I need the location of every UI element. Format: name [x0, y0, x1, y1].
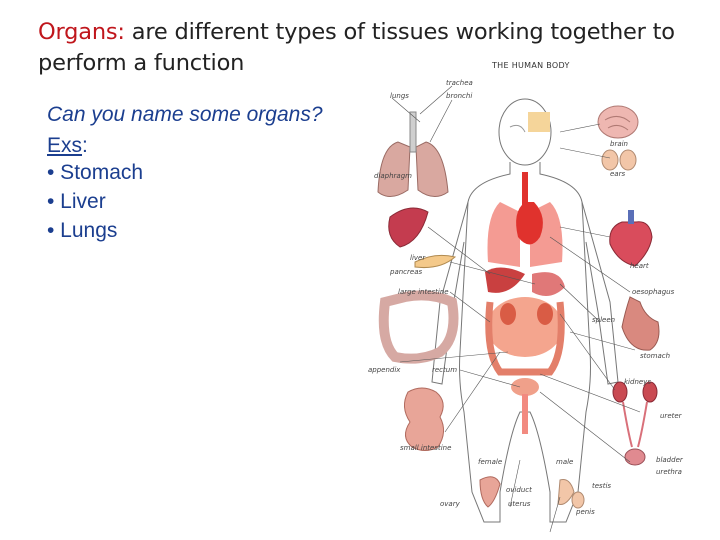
heart-illustration [609, 210, 653, 267]
liver-illustration [388, 207, 429, 248]
label-rectum: rectum [432, 366, 457, 374]
torso-organs [485, 172, 565, 434]
label-kidneys: kidneys [624, 378, 651, 386]
label-stomach: stomach [640, 352, 670, 360]
human-body-diagram: THE HUMAN BODY [368, 61, 684, 533]
stomach-illustration [621, 296, 660, 351]
examples-label: Exs [47, 134, 83, 157]
question-text: Can you name some organs? [47, 103, 323, 126]
label-ears: ears [610, 170, 625, 178]
label-ureter: ureter [660, 412, 683, 420]
label-appendix: appendix [368, 366, 401, 374]
label-oesophagus: oesophagus [632, 288, 675, 296]
label-oviduct: oviduct [506, 486, 532, 494]
brain-illustration [597, 105, 639, 139]
label-large-intestine: large intestine [398, 288, 449, 296]
label-leader-lines [391, 85, 641, 533]
head-brain-region [528, 112, 550, 132]
example-liver: • Liver [47, 190, 106, 213]
large-intestine-illustration [378, 290, 459, 364]
label-bronchi: bronchi [446, 92, 472, 100]
small-intestine-illustration [404, 387, 444, 451]
label-spleen: spleen [592, 316, 615, 324]
label-liver: liver [410, 254, 426, 262]
lungs-illustration [377, 111, 449, 197]
label-diaphragm: diaphragm [374, 172, 412, 180]
label-small-intestine: small intestine [400, 444, 451, 452]
pancreas-illustration [414, 254, 457, 268]
label-testis: testis [592, 482, 611, 490]
label-trachea: trachea [446, 79, 473, 87]
examples-list: • Stomach • Liver • Lungs [47, 158, 143, 245]
kidneys-illustration [612, 381, 658, 466]
title-definition: are different types of tissues working t… [38, 19, 675, 76]
examples-heading: Exs: [47, 131, 88, 160]
slide-title: Organs: are different types of tissues w… [38, 17, 708, 79]
label-female: female [478, 458, 502, 466]
example-stomach: • Stomach [47, 161, 144, 184]
female-organs-illustration [479, 476, 501, 508]
label-lungs: lungs [390, 92, 409, 100]
label-male: male [556, 458, 573, 466]
label-urethra: urethra [656, 468, 682, 476]
ears-illustration [601, 149, 637, 171]
label-brain: brain [610, 140, 628, 148]
diagram-title: THE HUMAN BODY [491, 61, 570, 70]
label-ovary: ovary [440, 500, 461, 508]
label-heart: heart [630, 262, 649, 270]
title-keyword: Organs: [38, 19, 125, 45]
examples-colon: : [82, 134, 88, 157]
example-lungs: • Lungs [47, 219, 118, 242]
label-penis: penis [575, 508, 595, 516]
label-uterus: uterus [508, 500, 531, 508]
male-organs-illustration [557, 479, 585, 509]
label-bladder: bladder [656, 456, 684, 464]
label-pancreas: pancreas [389, 268, 422, 276]
